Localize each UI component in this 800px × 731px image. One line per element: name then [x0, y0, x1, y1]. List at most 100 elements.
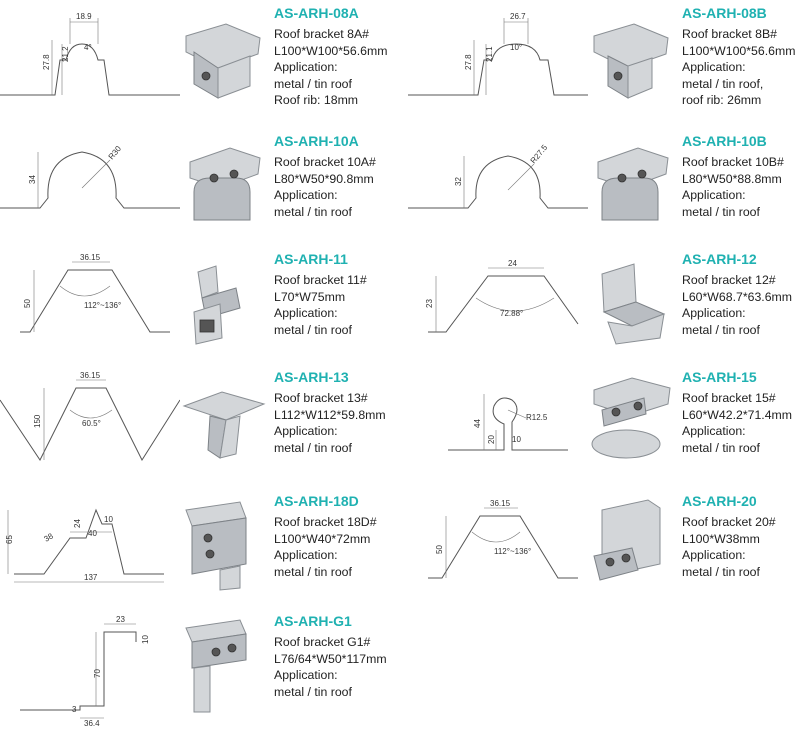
product-size: L80*W50*90.8mm — [274, 171, 374, 186]
svg-text:24: 24 — [508, 259, 517, 268]
svg-text:10°: 10° — [510, 43, 522, 52]
svg-text:R12.5: R12.5 — [526, 413, 548, 422]
application-value: metal / tin roof — [682, 204, 760, 219]
product-card-as-arh-10a: R30 34 AS-ARH-10A Roof bracket 10A# L80*… — [0, 128, 400, 248]
product-code: AS-ARH-12 — [682, 251, 757, 267]
product-card-as-arh-20: 36.15 50 112°~136° AS-ARH-20 Roof bracke… — [408, 488, 800, 608]
svg-text:32: 32 — [454, 177, 463, 186]
product-name: Roof bracket 12# — [682, 273, 776, 287]
svg-text:50: 50 — [435, 545, 444, 554]
product-photo — [180, 494, 266, 594]
application-value: metal / tin roof — [274, 76, 352, 91]
product-code: AS-ARH-18D — [274, 493, 359, 509]
svg-text:112°~136°: 112°~136° — [84, 301, 121, 310]
application-value: metal / tin roof — [274, 440, 352, 455]
profile-drawing: 65 38 24 10 40 137 — [0, 488, 180, 608]
svg-text:26.7: 26.7 — [510, 12, 526, 21]
product-code: AS-ARH-08A — [274, 5, 359, 21]
svg-text:R30: R30 — [107, 144, 124, 161]
svg-text:40: 40 — [88, 529, 97, 538]
product-code: AS-ARH-08B — [682, 5, 767, 21]
product-card-as-arh-12: 24 23 72.88° AS-ARH-12 Roof bracket 12# … — [408, 246, 800, 366]
svg-text:50: 50 — [23, 299, 32, 308]
svg-text:27.8: 27.8 — [464, 54, 473, 70]
product-card-as-arh-08a: 18.9 27.8 21.2 4° AS-ARH-08A Roof bracke… — [0, 0, 400, 120]
product-size: L100*W40*72mm — [274, 531, 371, 546]
product-photo — [180, 252, 266, 352]
application-label: Application: — [682, 60, 746, 74]
svg-text:3: 3 — [72, 705, 77, 714]
application-label: Application: — [682, 188, 746, 202]
svg-text:137: 137 — [84, 573, 98, 582]
profile-drawing: R30 34 — [0, 128, 180, 248]
profile-drawing: R27.5 32 — [408, 128, 588, 248]
svg-text:10: 10 — [141, 635, 150, 644]
product-size: L60*W68.7*63.6mm — [682, 289, 793, 304]
product-size: L80*W50*88.8mm — [682, 171, 782, 186]
product-name: Roof bracket G1# — [274, 635, 371, 649]
application-label: Application: — [682, 424, 746, 438]
svg-text:10: 10 — [512, 435, 521, 444]
product-code: AS-ARH-13 — [274, 369, 349, 385]
product-photo — [180, 134, 266, 234]
product-card-as-arh-15: R12.5 44 20 10 AS-ARH-15 Roof bracket 15… — [408, 364, 800, 484]
application-label: Application: — [274, 548, 338, 562]
application-label: Application: — [274, 188, 338, 202]
application-value: metal / tin roof — [682, 564, 760, 579]
product-code: AS-ARH-20 — [682, 493, 757, 509]
profile-drawing: 36.15 50 112°~136° — [0, 246, 180, 366]
profile-drawing: R12.5 44 20 10 — [408, 364, 588, 484]
product-name: Roof bracket 15# — [682, 391, 776, 405]
profile-drawing: 26.7 27.8 21.1 10° — [408, 0, 588, 120]
product-name: Roof bracket 13# — [274, 391, 368, 405]
profile-drawing: 18.9 27.8 21.2 4° — [0, 0, 180, 120]
svg-text:24: 24 — [73, 519, 82, 528]
product-size: L100*W38mm — [682, 531, 760, 546]
svg-text:20: 20 — [487, 435, 496, 444]
product-name: Roof bracket 8B# — [682, 27, 778, 41]
product-name: Roof bracket 10A# — [274, 155, 376, 169]
svg-text:23: 23 — [425, 299, 434, 308]
product-code: AS-ARH-15 — [682, 369, 757, 385]
application-label: Application: — [274, 424, 338, 438]
profile-drawing: 23 10 70 3 36.4 — [0, 608, 180, 728]
application-label: Application: — [274, 306, 338, 320]
application-value: metal / tin roof — [274, 684, 352, 699]
product-code: AS-ARH-11 — [274, 251, 348, 267]
product-size: L100*W100*56.6mm — [682, 43, 796, 58]
svg-text:34: 34 — [28, 175, 37, 184]
application-value: metal / tin roof — [682, 322, 760, 337]
product-size: L100*W100*56.6mm — [274, 43, 388, 58]
product-code: AS-ARH-G1 — [274, 613, 352, 629]
product-card-as-arh-10b: R27.5 32 AS-ARH-10B Roof bracket 10B# L8… — [408, 128, 800, 248]
product-name: Roof bracket 11# — [274, 273, 367, 287]
product-size: L70*W75mm — [274, 289, 346, 304]
svg-text:36.15: 36.15 — [490, 499, 511, 508]
product-photo — [588, 6, 674, 106]
product-photo — [588, 134, 674, 234]
product-photo — [180, 614, 266, 714]
svg-text:65: 65 — [5, 535, 14, 544]
svg-text:72.88°: 72.88° — [500, 309, 523, 318]
product-card-as-arh-08b: 26.7 27.8 21.1 10° AS-ARH-08B Roof brack… — [408, 0, 800, 120]
product-photo — [588, 494, 674, 594]
svg-text:21.2: 21.2 — [61, 46, 70, 62]
product-card-as-arh-18d: 65 38 24 10 40 137 AS-ARH-18D Roof brack… — [0, 488, 400, 608]
product-name: Roof bracket 18D# — [274, 515, 377, 529]
product-code: AS-ARH-10A — [274, 133, 359, 149]
roof-rib: roof rib: 26mm — [682, 93, 762, 107]
product-code: AS-ARH-10B — [682, 133, 767, 149]
profile-drawing: 36.15 50 112°~136° — [408, 488, 588, 608]
svg-text:4°: 4° — [84, 43, 92, 52]
product-size: L60*W42.2*71.4mm — [682, 407, 793, 422]
svg-text:21.1: 21.1 — [485, 46, 494, 62]
product-photo — [588, 370, 674, 470]
application-value: metal / tin roof — [274, 322, 352, 337]
profile-drawing: 36.15 150 60.5° — [0, 364, 180, 484]
product-photo — [180, 6, 266, 106]
svg-text:36.15: 36.15 — [80, 253, 101, 262]
svg-text:27.8: 27.8 — [42, 54, 51, 70]
application-value: metal / tin roof — [682, 440, 760, 455]
roof-rib: Roof rib: 18mm — [274, 93, 359, 107]
svg-text:36.4: 36.4 — [84, 719, 100, 728]
